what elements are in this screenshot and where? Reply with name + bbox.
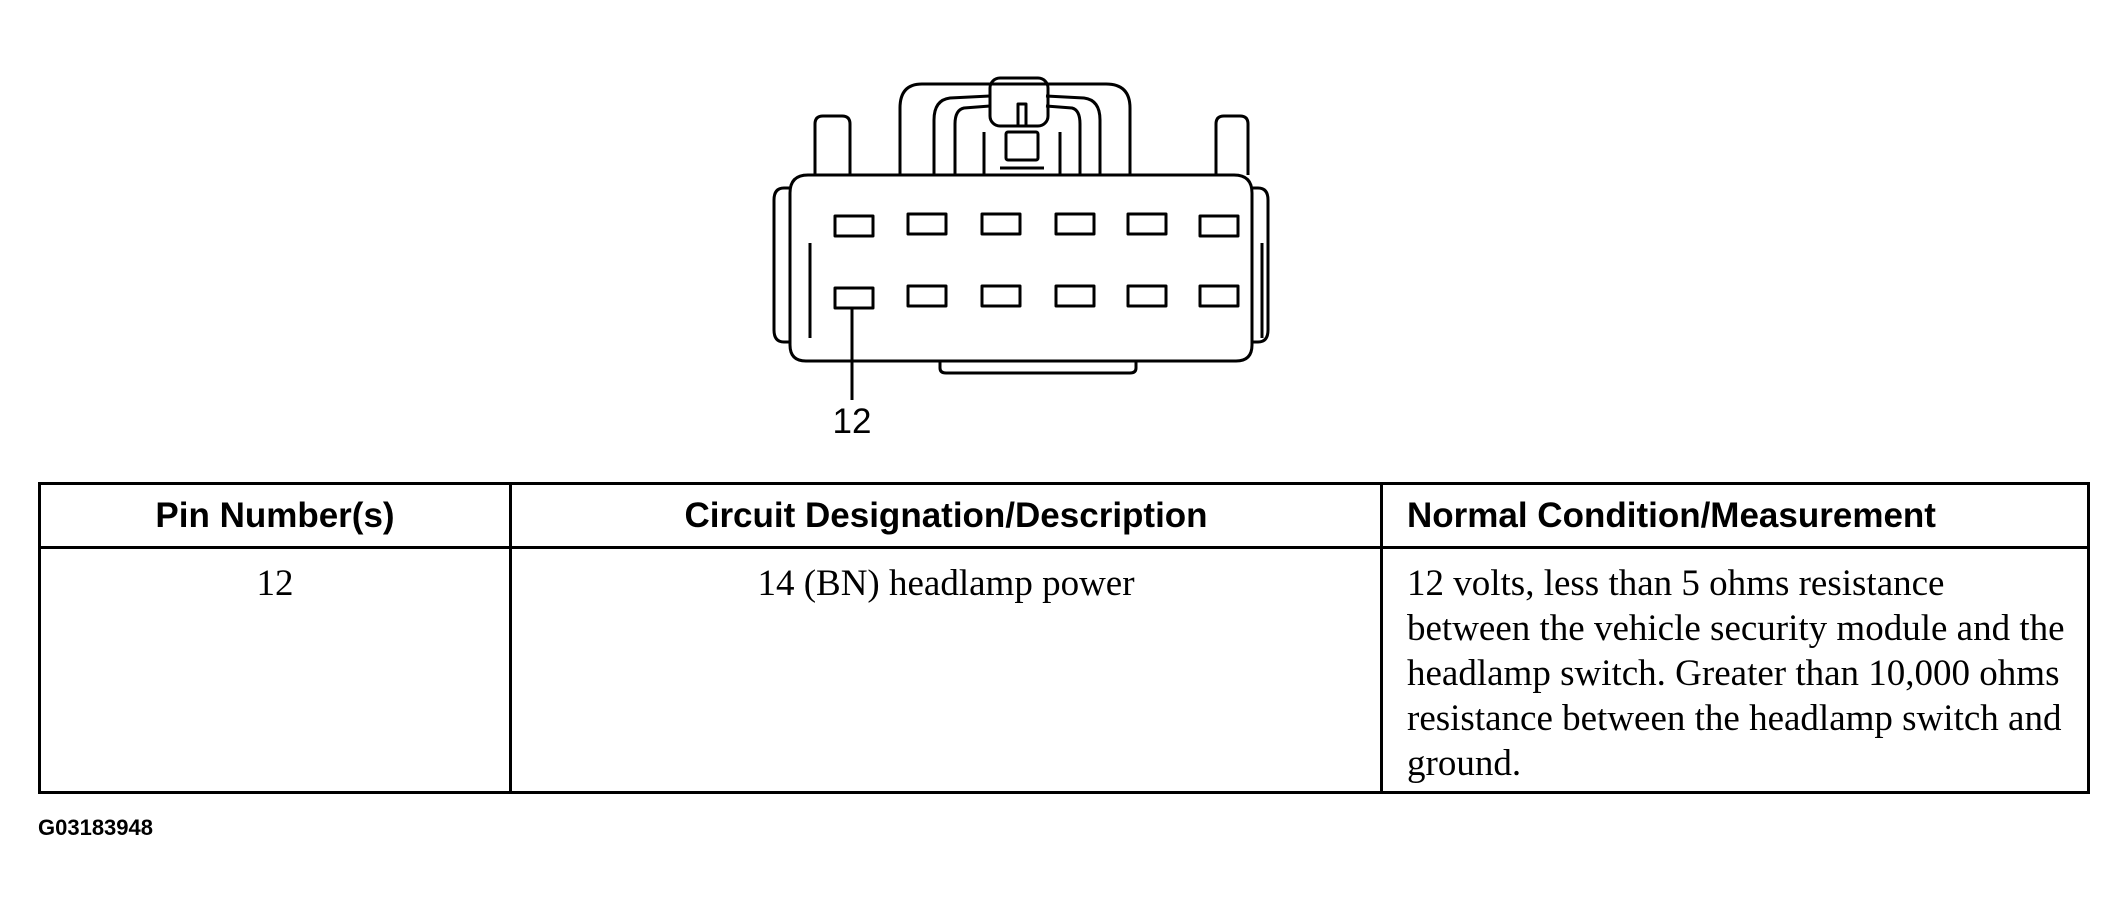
connector-face-diagram: [772, 76, 1270, 400]
pin-cavity: [906, 284, 948, 308]
right-side-tab: [1252, 186, 1270, 344]
pin-number-cell: 12: [38, 546, 512, 794]
column-header-condition: Normal Condition/Measurement: [1380, 482, 2090, 549]
pin-cavity: [906, 212, 948, 236]
pin-cavity-12: [833, 286, 875, 310]
pin-cavity: [1054, 284, 1096, 308]
column-header-pin-number: Pin Number(s): [38, 482, 512, 549]
figure-id: G03183948: [38, 815, 153, 840]
pin-cavity: [1198, 214, 1240, 238]
column-header-circuit: Circuit Designation/Description: [509, 482, 1383, 549]
right-latch-post: [1214, 114, 1250, 175]
bottom-key: [938, 361, 1138, 375]
center-lock-tab: [898, 76, 1132, 175]
pinout-table: Pin Number(s) Circuit Designation/Descri…: [38, 482, 2090, 794]
pin-row-bottom: [833, 284, 1240, 310]
pin-cavity: [980, 212, 1022, 236]
pin-cavity: [1198, 284, 1240, 308]
pin-cavity: [1054, 212, 1096, 236]
table-header-row: Pin Number(s) Circuit Designation/Descri…: [38, 482, 2090, 549]
connector-housing: [788, 173, 1254, 363]
pin-callout-label: 12: [832, 402, 872, 441]
pin-cavity: [833, 214, 875, 238]
pin-row-top: [833, 212, 1240, 238]
pin-cavity: [1126, 212, 1168, 236]
table-row: 12 14 (BN) headlamp power 12 volts, less…: [38, 546, 2090, 794]
circuit-description-cell: 14 (BN) headlamp power: [509, 546, 1383, 794]
left-latch-post: [813, 114, 852, 175]
pin-cavity: [980, 284, 1022, 308]
pin-cavity: [1126, 284, 1168, 308]
condition-measurement-cell: 12 volts, less than 5 ohms resistance be…: [1380, 546, 2090, 794]
left-side-tab: [772, 186, 790, 344]
